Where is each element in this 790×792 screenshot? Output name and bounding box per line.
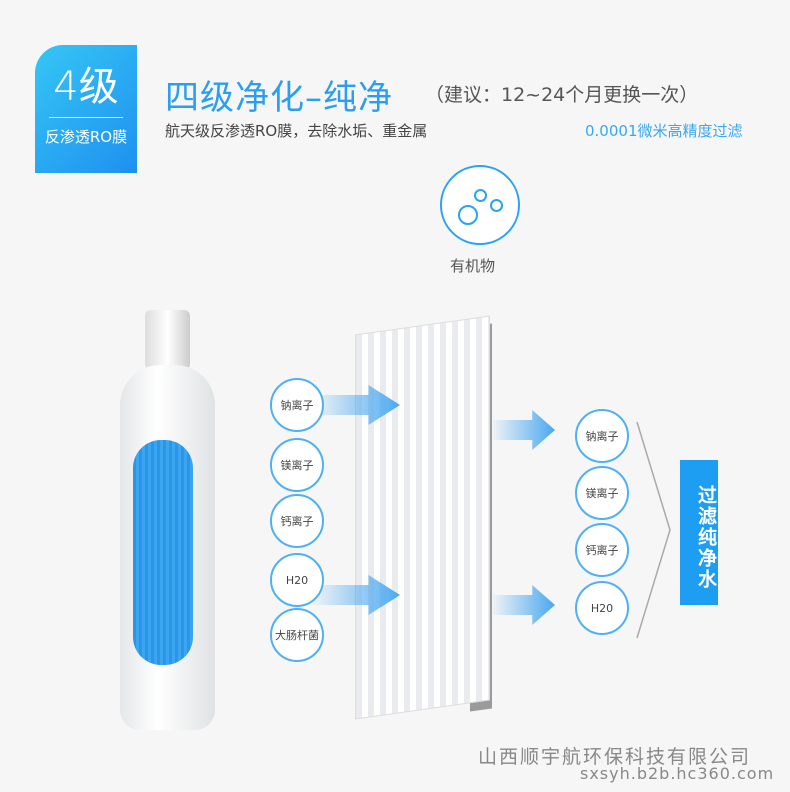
arrow-icon <box>490 410 555 450</box>
precision-text: 0.0001微米高精度过滤 <box>585 122 743 140</box>
badge-level: 4级 <box>53 64 119 110</box>
company-url: sxsyh.b2b.hc360.com <box>580 764 775 783</box>
output-ion: 钠离子 <box>575 409 629 463</box>
replacement-advice: （建议：12~24个月更换一次） <box>425 84 699 106</box>
output-ion: H20 <box>575 581 629 635</box>
ro-filter-cartridge <box>120 310 215 730</box>
arrow-icon <box>490 585 555 625</box>
input-ion: 镁离子 <box>270 438 324 492</box>
input-ion: 大肠杆菌 <box>270 608 324 662</box>
output-ion: 钙离子 <box>575 523 629 577</box>
bracket-icon <box>636 421 671 639</box>
input-ion: 钠离子 <box>270 378 324 432</box>
ro-membrane <box>355 315 490 720</box>
input-ion: 钙离子 <box>270 494 324 548</box>
result-label: 过滤纯净水 <box>680 460 718 605</box>
bubbles-icon <box>440 165 520 245</box>
description: 航天级反渗透RO膜，去除水垢、重金属 <box>165 122 428 140</box>
input-ion: H20 <box>270 553 324 607</box>
level-badge: 4级 反渗透RO膜 <box>35 45 137 173</box>
page-title: 四级净化–纯净 <box>165 78 393 118</box>
company-name: 山西顺宇航环保科技有限公司 <box>478 746 752 768</box>
badge-subtitle: 反渗透RO膜 <box>44 128 128 146</box>
organic-label: 有机物 <box>450 257 496 275</box>
output-ion: 镁离子 <box>575 466 629 520</box>
badge-divider <box>49 117 123 118</box>
